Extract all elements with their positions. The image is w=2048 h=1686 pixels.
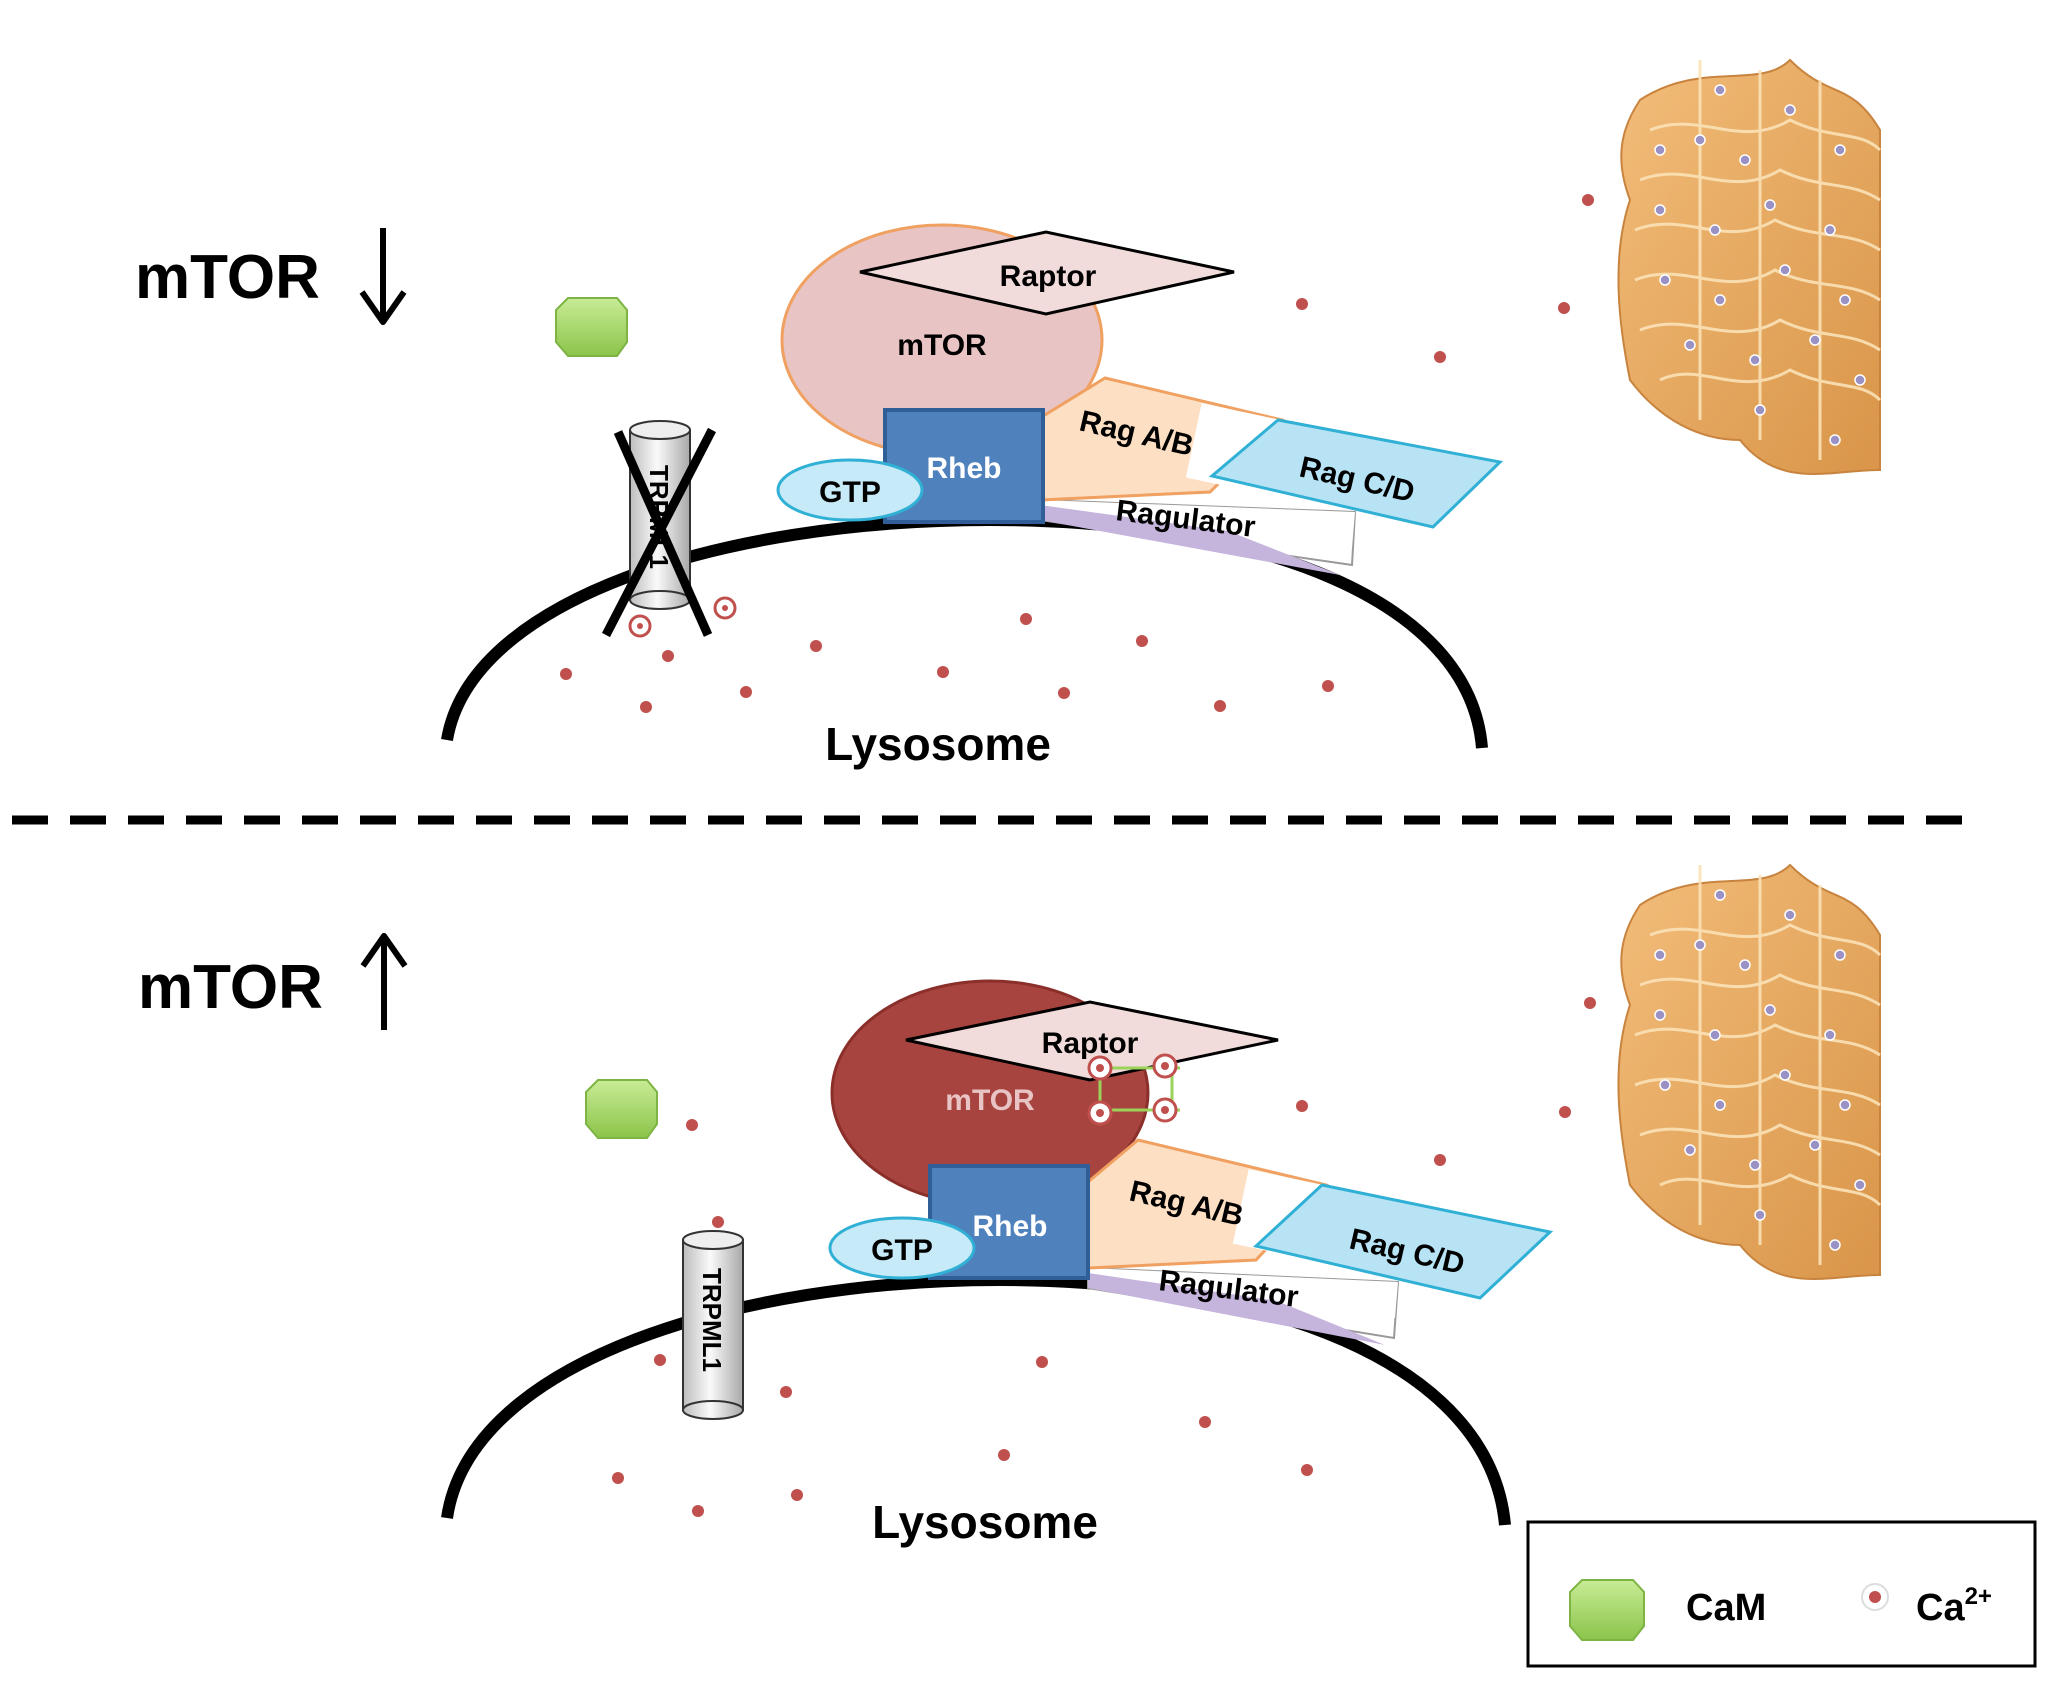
raptor-label: Raptor [1042,1027,1139,1060]
gtp-label: GTP [871,1234,933,1267]
ca-ion [1199,1416,1211,1428]
block-cross-icon [602,427,716,638]
legend-box: CaM Ca2+ [1526,1520,2037,1668]
trpml1-channel: TRPML1 [682,1230,744,1420]
top-panel: mTOR Lysosome TRPML1 mTOR Raptor [135,58,1882,770]
cam-icon [585,1079,658,1139]
ca-ion [1296,1100,1308,1112]
gtp-oval [776,458,924,522]
bottom-mtor-status-label: mTOR [138,953,323,1022]
ca-ion [686,1119,698,1131]
ca-ion [780,1386,792,1398]
ca-ion [662,650,674,662]
ca-ion [640,701,652,713]
raptor-shape [859,230,1235,316]
ca-ion [1584,997,1596,1009]
ca-ion [1020,613,1032,625]
ca-ion [1058,687,1070,699]
trpml1-channel: TRPML1 [602,420,716,638]
ca-ion [1301,1464,1313,1476]
ca-ion [1296,298,1308,310]
ca-legend-label: Ca2+ [1916,1583,1992,1629]
ca-ion [692,1505,704,1517]
calcium-ions-bottom [612,997,1596,1517]
ca-ion [998,1449,1010,1461]
ca-ion [1558,302,1570,314]
lysosome-membrane [441,1273,1511,1526]
endoplasmic-reticulum-icon [1617,58,1882,475]
calcium-ions-top [560,194,1594,713]
ca-ion [1434,351,1446,363]
ca-ion [1559,1106,1571,1118]
bottom-panel: mTOR Lysosome TRPML1 mTOR Raptor [138,863,1882,1548]
ca-ion [810,640,822,652]
gtp-oval [828,1216,976,1280]
lysosome-label: Lysosome [825,718,1051,770]
ca-ion [612,1472,624,1484]
rheb-label: Rheb [973,1210,1048,1243]
cam-icon [555,297,628,357]
ca-ion [937,666,949,678]
rag-cd-shape [1252,1183,1554,1300]
raptor-shape [905,1000,1279,1082]
arrow-down-icon [359,228,407,325]
ca-ion [1214,700,1226,712]
arrow-up-icon [360,933,408,1030]
lysosome-label: Lysosome [872,1496,1098,1548]
ca-ion [740,686,752,698]
ragulator-shape [1087,1266,1400,1345]
calcium-ring-icons [628,596,737,638]
ca-ion [560,668,572,680]
trpml1-label: TRPML1 [697,1268,727,1372]
top-mtor-status-label: mTOR [135,243,320,312]
raptor-label: Raptor [1000,260,1097,293]
rag-cd-shape [1208,418,1504,529]
ragulator-shape [1039,498,1357,575]
ca-ion [1036,1356,1048,1368]
cam-legend-label: CaM [1686,1587,1766,1629]
mtor-label: mTOR [945,1084,1035,1117]
mtor-label: mTOR [897,329,987,362]
calcium-legend-icon [1861,1583,1889,1611]
rheb-label: Rheb [927,452,1002,485]
ca-ion [1582,194,1594,206]
ca-ion [654,1354,666,1366]
endoplasmic-reticulum-icon [1617,863,1882,1280]
cam-legend-icon [1569,1579,1645,1641]
ca-ion [1434,1154,1446,1166]
ca-ion [712,1216,724,1228]
ca-ion [791,1489,803,1501]
calcium-ring-icons [1087,1053,1180,1126]
gtp-label: GTP [819,476,881,509]
ca-ion [1322,680,1334,692]
ca-ion [1136,635,1148,647]
